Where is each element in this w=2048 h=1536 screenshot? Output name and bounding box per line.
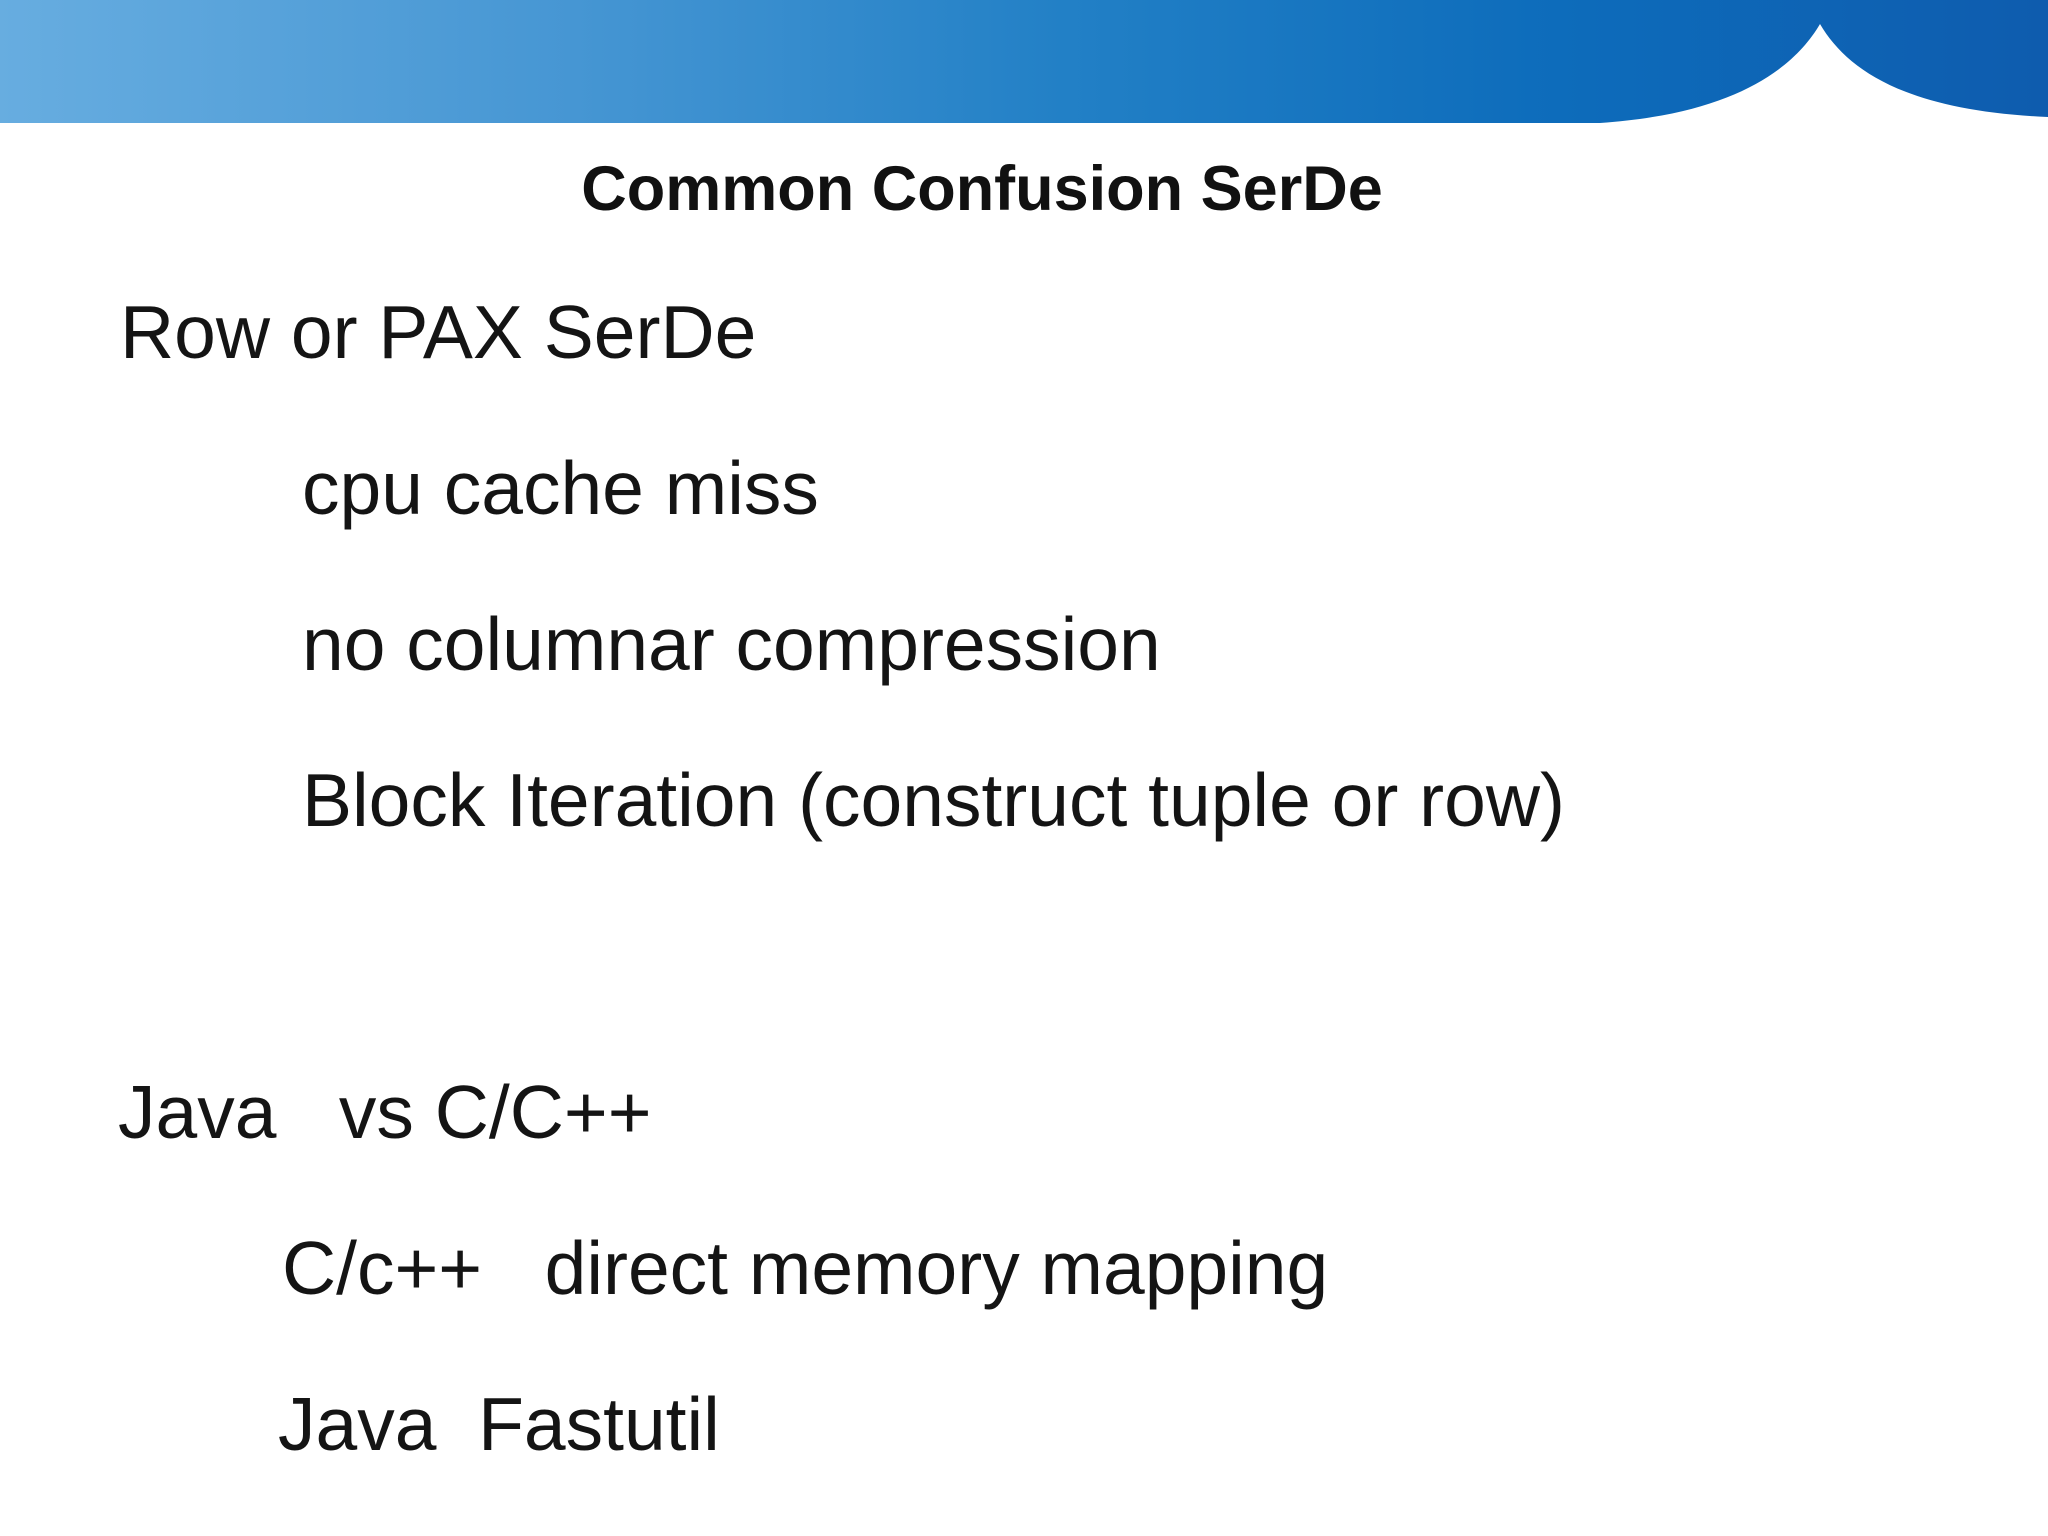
slide-title: Common Confusion SerDe <box>581 154 1383 224</box>
line-java-fastutil: Java Fastutil <box>278 1382 720 1466</box>
line-block-iteration: Block Iteration (construct tuple or row) <box>302 758 1565 842</box>
line-no-columnar-compression: no columnar compression <box>302 602 1161 686</box>
header-cusp-decoration <box>1600 24 2048 123</box>
line-java-vs-c: Java vs C/C++ <box>118 1070 652 1154</box>
header-banner <box>0 0 2048 123</box>
header-gradient-bar <box>0 0 2048 123</box>
line-cpu-cache-miss: cpu cache miss <box>302 446 819 530</box>
line-c-direct-memory-mapping: C/c++ direct memory mapping <box>282 1226 1329 1310</box>
line-row-or-pax-serde: Row or PAX SerDe <box>120 290 757 374</box>
